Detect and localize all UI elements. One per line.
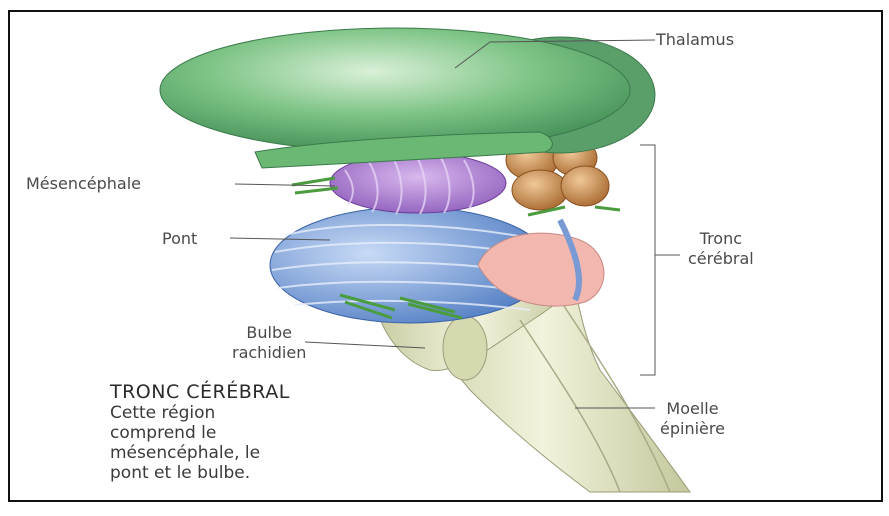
label-tronc-cerebral: Tronc cérébral (688, 229, 754, 269)
label-pont: Pont (162, 229, 197, 249)
label-moelle-epiniere: Moelle épinière (660, 399, 725, 439)
caption-title: TRONC CÉRÉBRAL (110, 381, 290, 403)
caption-text: Cette région comprend le mésencéphale, l… (110, 403, 260, 483)
thalamus-shape (160, 28, 630, 152)
label-thalamus: Thalamus (656, 30, 734, 50)
olive-shape (443, 316, 487, 380)
label-bulbe-rachidien: Bulbe rachidien (232, 323, 306, 363)
label-mesencephale: Mésencéphale (26, 174, 141, 194)
